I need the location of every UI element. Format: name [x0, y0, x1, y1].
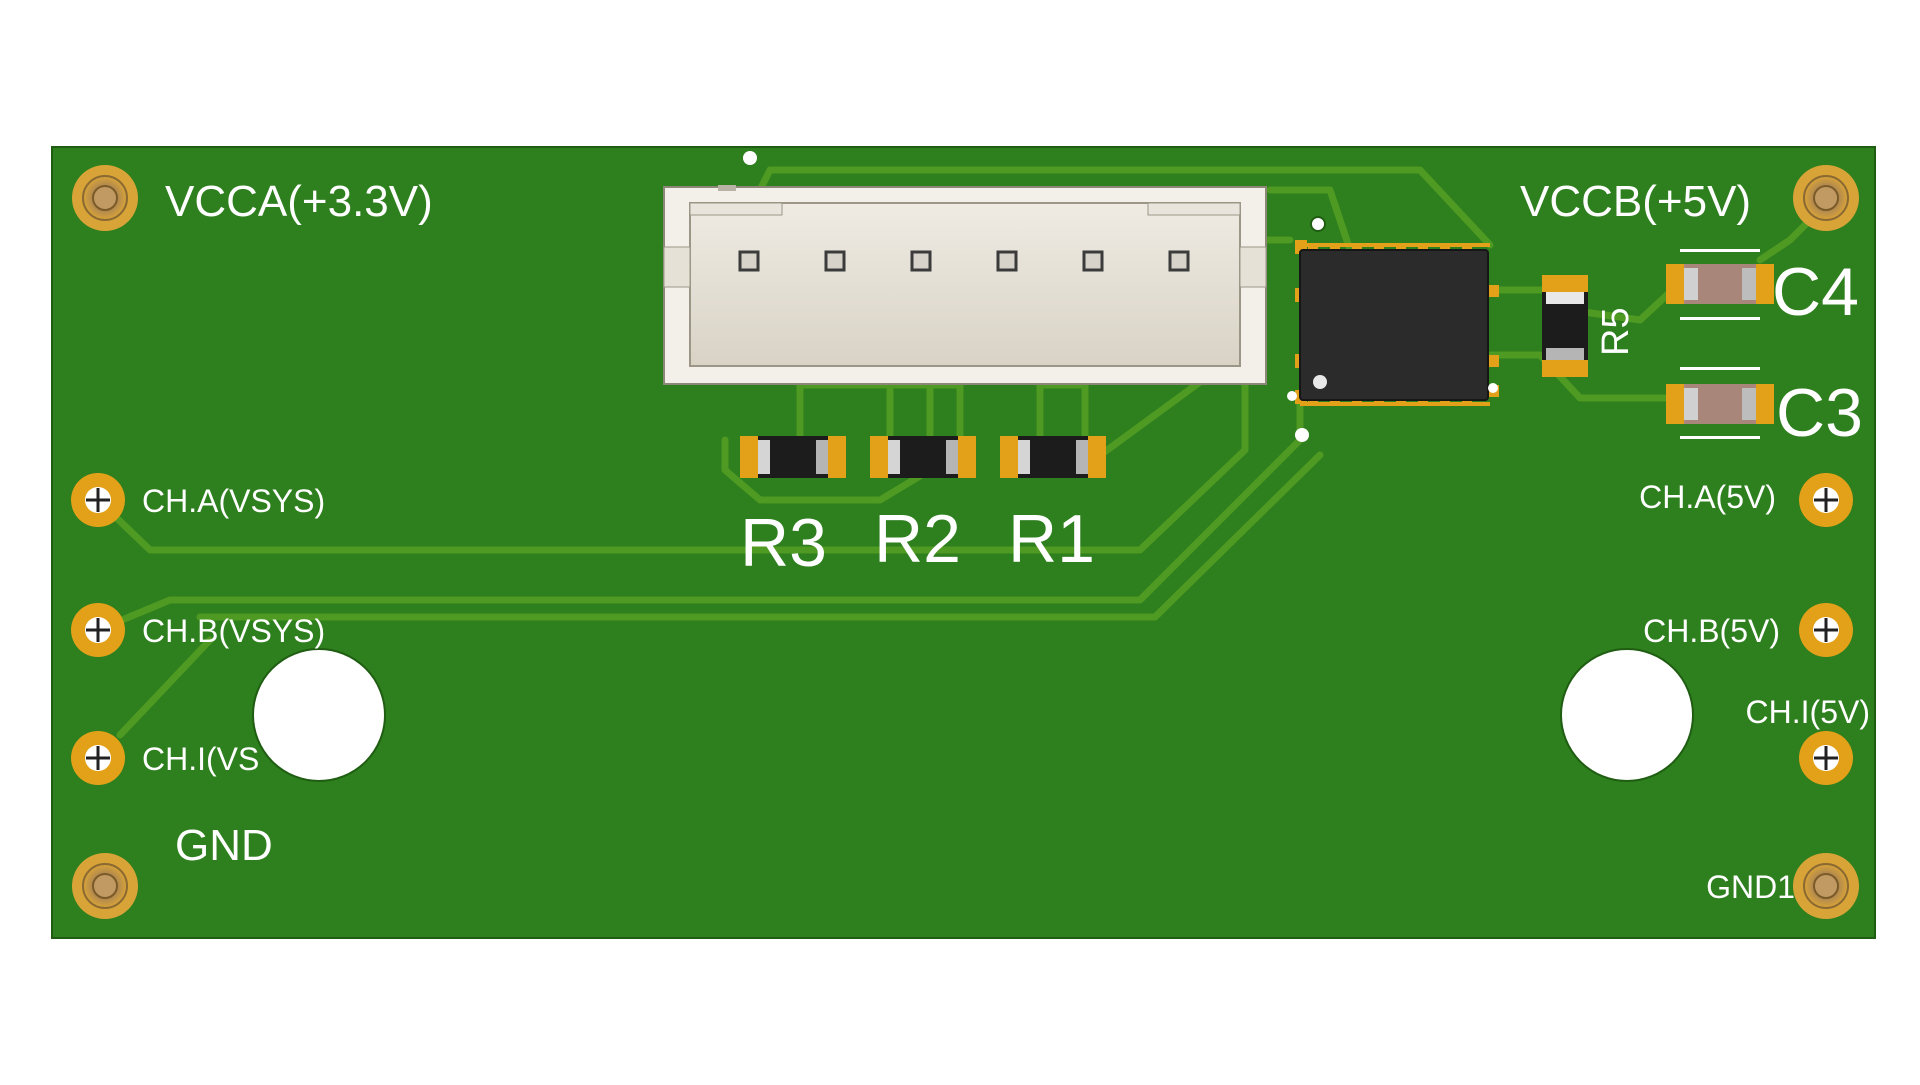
label-c4: C4	[1772, 254, 1859, 330]
mounting-hole-tl	[72, 165, 138, 231]
connector-pin-5	[1082, 250, 1104, 272]
connector-pin-6	[1168, 250, 1190, 272]
mounting-hole-bl	[72, 853, 138, 919]
resistor-r2	[870, 436, 976, 478]
ic-pin1-marker	[1313, 375, 1327, 389]
pad-ch-a-5v	[1799, 473, 1853, 527]
connector-pin-1	[738, 250, 760, 272]
pad-ch-b-5v	[1799, 603, 1853, 657]
label-r1: R1	[1008, 501, 1095, 577]
label-vccb: VCCB(+5V)	[1520, 177, 1751, 226]
via-2	[1295, 428, 1309, 442]
capacitor-c3	[1666, 367, 1774, 439]
resistor-r1	[1000, 436, 1106, 478]
label-ch-i-vsys: CH.I(VS	[142, 741, 259, 777]
label-ch-a-vsys: CH.A(VSYS)	[142, 483, 325, 519]
mounting-hole-br	[1793, 853, 1859, 919]
pad-ch-a-vsys	[71, 473, 125, 527]
pad-ch-b-vsys	[71, 603, 125, 657]
mounting-hole-tr	[1793, 165, 1859, 231]
label-r3: R3	[740, 505, 827, 581]
label-gnd1: GND1	[1706, 869, 1795, 905]
label-ch-a-5v: CH.A(5V)	[1639, 479, 1776, 515]
board-hole-left	[252, 648, 386, 782]
connector-pin-4	[996, 250, 1018, 272]
label-r5: R5	[1595, 307, 1637, 356]
fiducial-top	[743, 151, 757, 165]
label-gnd: GND	[175, 821, 273, 870]
pad-ch-i-5v	[1799, 731, 1853, 785]
ic-chip	[1287, 240, 1499, 406]
connector-6pin	[663, 185, 1267, 385]
label-c3: C3	[1776, 375, 1863, 451]
connector-pin-3	[910, 250, 932, 272]
via-1	[1310, 216, 1326, 232]
label-vcca: VCCA(+3.3V)	[165, 177, 433, 226]
label-ch-b-5v: CH.B(5V)	[1643, 613, 1780, 649]
label-r2: R2	[874, 501, 961, 577]
label-ch-b-vsys: CH.B(VSYS)	[142, 613, 325, 649]
pad-ch-i-vsys	[71, 731, 125, 785]
connector-pin-2	[824, 250, 846, 272]
board-hole-right	[1560, 648, 1694, 782]
resistor-r5	[1542, 275, 1588, 377]
resistor-r3	[740, 436, 846, 478]
capacitor-c4	[1666, 249, 1774, 320]
label-ch-i-5v: CH.I(5V)	[1746, 694, 1870, 730]
